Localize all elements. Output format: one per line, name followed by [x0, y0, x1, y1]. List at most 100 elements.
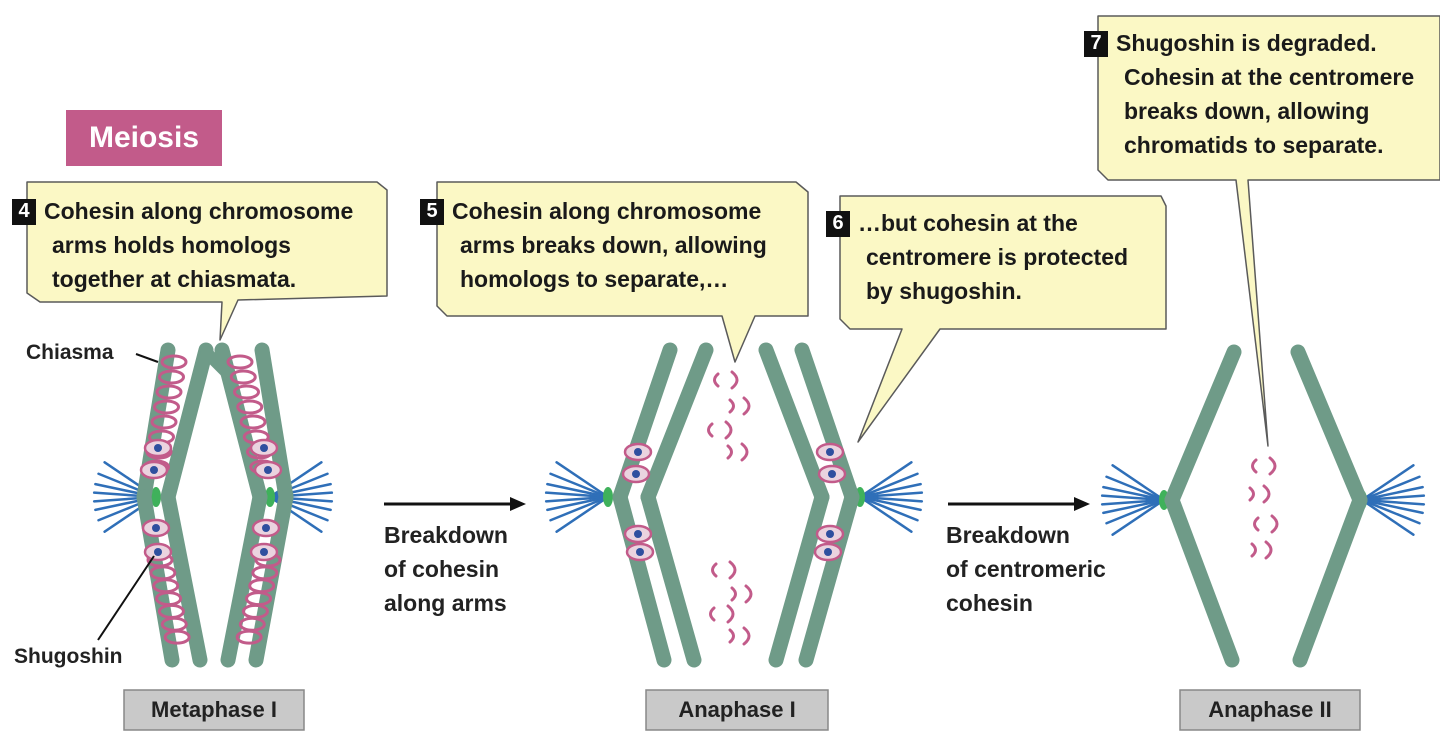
step-6-number: 6	[826, 211, 850, 237]
shugoshin-cohesin	[621, 464, 651, 484]
shugoshin-cohesin	[253, 460, 283, 480]
shugoshin-dot	[636, 548, 644, 556]
spindle-fiber	[858, 495, 919, 522]
arrow-head	[1074, 497, 1090, 511]
free-cohesin-piece	[1268, 456, 1277, 476]
spindle-fiber	[858, 491, 924, 499]
spindle-fiber	[858, 461, 913, 499]
cohesin-ring-outline	[155, 384, 183, 400]
spindle-fiber	[1105, 498, 1166, 525]
shugoshin-cohesin	[139, 460, 169, 480]
spindle-fiber	[858, 472, 919, 499]
spindle-fiber	[1105, 475, 1166, 502]
kinetochore	[265, 487, 275, 507]
free-cohesin-piece	[711, 562, 718, 578]
step-7-line-1: Shugoshin is degraded.	[1116, 30, 1377, 56]
chromatid-anaphase1	[798, 489, 860, 668]
free-cohesin-piece	[742, 396, 751, 416]
shugoshin-dot	[826, 530, 834, 538]
shugoshin-dot	[154, 548, 162, 556]
shugoshin-dot	[634, 448, 642, 456]
shugoshin-cohesin	[249, 542, 279, 562]
shugoshin-dot	[828, 470, 836, 478]
step-6-text: 6 …but cohesin at the centromere is prote…	[826, 206, 1128, 308]
transition-arrow-2	[948, 497, 1090, 511]
spindle-fiber	[1100, 498, 1166, 506]
spindle-fiber	[546, 495, 610, 512]
shugoshin-dot	[826, 448, 834, 456]
cohesin-ring-outline	[239, 414, 267, 430]
cohesin-ring	[160, 354, 188, 370]
free-cohesin-piece	[726, 604, 735, 624]
shugoshin-cohesin	[143, 438, 173, 458]
shugoshin-dot	[260, 444, 268, 452]
chromatid-anaphase1	[640, 342, 714, 505]
spindle-fiber	[555, 461, 610, 499]
free-cohesin-piece	[1264, 540, 1273, 560]
transition-1-line-1: Breakdown	[384, 522, 508, 548]
step-6-line-2: centromere is protected	[866, 244, 1129, 270]
spindle-left-anaphase1	[544, 461, 613, 533]
chromatid-metaphase	[254, 342, 294, 505]
free-cohesin-piece	[709, 606, 716, 622]
shugoshin-cohesin	[143, 542, 173, 562]
step-5-number: 5	[420, 199, 444, 225]
spindle-fiber	[549, 472, 610, 499]
spindle-fiber	[544, 495, 610, 503]
chiasma-label: Chiasma	[26, 341, 114, 364]
cohesin-ring	[229, 369, 257, 385]
spindle-fiber	[1360, 485, 1424, 502]
spindle-fiber	[544, 491, 610, 499]
chromatid-anaphase2	[1164, 344, 1242, 508]
shugoshin-dot	[260, 548, 268, 556]
transition-1-label: Breakdown of cohesin along arms	[384, 518, 508, 620]
cohesin-ring	[236, 399, 264, 415]
shugoshin-dot	[632, 470, 640, 478]
transition-2-line-1: Breakdown	[946, 522, 1070, 548]
cohesin-ring	[153, 399, 180, 415]
transition-1-line-3: along arms	[384, 590, 507, 616]
stage-box-metaphase-1	[123, 689, 305, 731]
shugoshin-cohesin	[249, 438, 279, 458]
callout-step-4	[26, 181, 388, 341]
spindle-fiber	[1360, 498, 1426, 506]
shugoshin-cohesin	[815, 524, 845, 544]
callout-step-5	[436, 181, 809, 363]
free-cohesin-piece	[728, 398, 735, 414]
spindle-fiber	[549, 495, 610, 522]
free-cohesin-piece	[1270, 514, 1279, 534]
step-6-line-1: …but cohesin at the	[858, 210, 1078, 236]
chiasma-leader-line	[135, 353, 159, 363]
arrow-head	[510, 497, 526, 511]
spindle-fiber	[1360, 498, 1415, 536]
chromatid-anaphase1	[758, 342, 830, 505]
shugoshin-dot	[262, 524, 270, 532]
cohesin-ring-outline	[153, 399, 180, 415]
cohesin-ring-outline	[158, 369, 185, 385]
spindle-fiber	[1360, 498, 1421, 525]
shugoshin-cohesin	[625, 542, 655, 562]
stage-anaphase-1: Anaphase I	[678, 697, 796, 722]
free-cohesin-piece	[730, 370, 739, 390]
chromatid-anaphase2	[1292, 492, 1368, 668]
free-cohesin-piece	[728, 560, 737, 580]
shugoshin-cohesin	[813, 542, 843, 562]
kinetochore	[603, 487, 613, 507]
step-5-line-1: Cohesin along chromosome	[452, 198, 762, 224]
cohesin-ring-outline	[226, 354, 254, 370]
step-4-line-3: together at chiasmata.	[52, 266, 297, 292]
free-cohesin-piece	[1253, 516, 1260, 532]
shugoshin-cohesin	[817, 464, 847, 484]
shugoshin-dot	[154, 444, 162, 452]
chromatid-anaphase1	[640, 489, 702, 668]
spindle-left-anaphase2	[1100, 464, 1169, 536]
spindle-fiber	[858, 495, 924, 503]
step-7-number: 7	[1084, 31, 1108, 57]
free-cohesin-piece	[740, 442, 749, 462]
step-4-number: 4	[12, 199, 36, 225]
step-4-line-1: Cohesin along chromosome	[44, 198, 354, 224]
spindle-fiber	[1100, 494, 1166, 502]
